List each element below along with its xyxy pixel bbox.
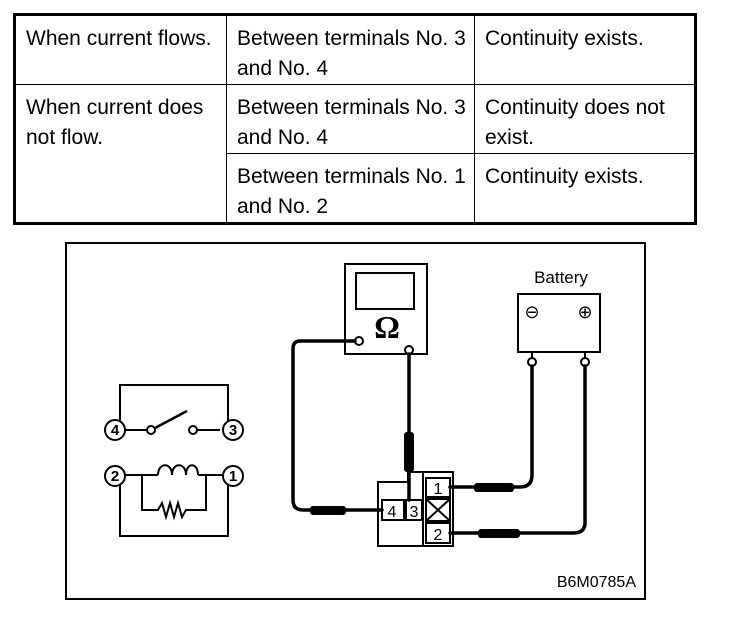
condition-cell: When current flows. [14,14,227,85]
terminals-cell: Between terminals No. 3 and No. 4 [226,84,475,154]
plus-icon: ⊕ [577,302,592,323]
relay-terminal-2 [104,465,126,487]
terminals-cell: Between terminals No. 3 and No. 4 [226,14,475,85]
relay-terminal-4 [104,419,126,441]
relay-terminal-label: 1 [229,468,237,485]
condition-cell: When current does not flow. [14,84,227,224]
relay-terminal-label: 3 [229,422,237,439]
relay-terminal-label: 2 [111,468,119,485]
connector-terminal-label: 2 [434,527,443,544]
lead-probes [310,432,520,538]
connector-terminal-label: 4 [388,504,397,521]
minus-icon: ⊖ [524,302,539,323]
ohm-symbol: Ω [374,309,400,345]
relay-schematic [119,384,229,537]
continuity-table: When current flows. Between terminals No… [13,13,697,225]
result-cell: Continuity exists. [474,153,696,224]
ohmmeter-body [344,263,428,355]
connector-cavity-3 [405,499,423,521]
resistor-symbol [141,475,207,521]
battery-label: Battery [534,268,588,287]
figure-code: B6M0785A [557,574,636,591]
connector-terminal-label: 1 [434,481,443,498]
battery-body [517,293,601,353]
terminals-cell: Between terminals No. 1 and No. 2 [226,153,475,224]
result-cell: Continuity exists. [474,14,696,85]
test-leads [291,339,587,535]
table-row: When current does not flow. Between term… [14,84,696,224]
test-diagram-frame [65,242,646,600]
battery-negative-lead [448,364,534,489]
switch-left-contact [146,425,156,435]
battery-positive-lead [448,364,587,535]
table-row: Between terminals No. 1 and No. 2 Contin… [15,153,696,224]
connector-cavity-empty [425,498,451,522]
relay-terminal-3 [222,419,244,441]
coil-symbol [157,464,199,476]
relay-terminal-1 [222,465,244,487]
relay-terminal-label: 4 [111,422,120,439]
result-cell: Continuity does not exist. [474,84,696,154]
ohmmeter-display [355,272,415,310]
relay-frame-bottom-wire [119,482,229,537]
switch-right-contact [188,425,198,435]
connector-terminal-label: 3 [410,504,419,521]
relay-frame-top-wire [119,384,229,430]
switch-blade [154,409,188,430]
ohmmeter-lead-to-terminal-4 [291,339,384,512]
table-row: When current flows. Between terminals No… [14,14,696,85]
